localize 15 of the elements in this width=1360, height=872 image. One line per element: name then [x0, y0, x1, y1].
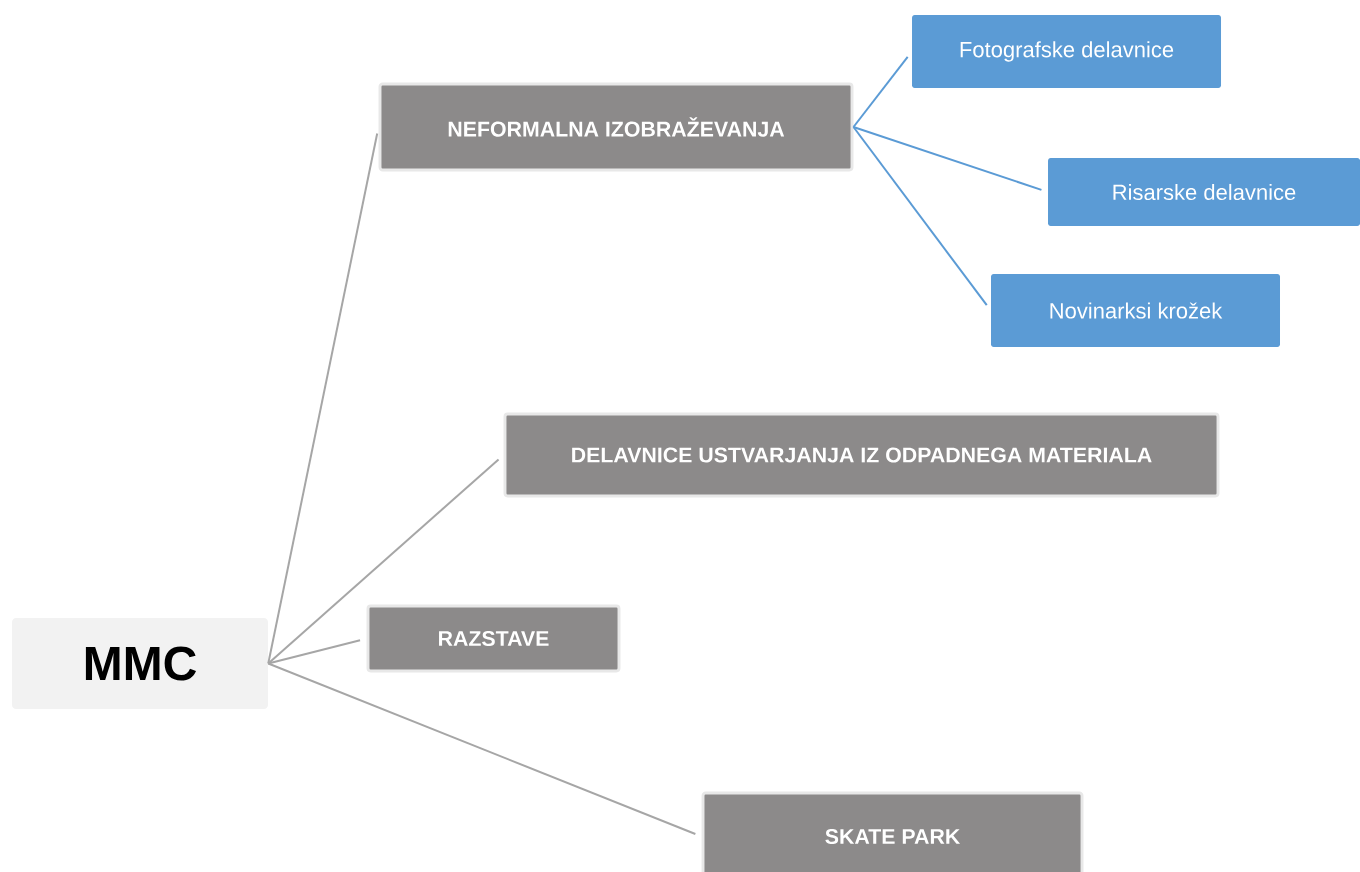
connector-line [267, 639, 362, 665]
connector-line [267, 132, 379, 665]
connector-line [267, 458, 500, 665]
topic-box: SKATE PARK [701, 791, 1084, 872]
connector-line [852, 126, 1043, 191]
connector-line [267, 662, 697, 836]
topic-box: NEFORMALNA IZOBRAŽEVANJA [378, 82, 854, 172]
topic-box: RAZSTAVE [366, 604, 621, 673]
subtopic-box: Fotografske delavnice [912, 15, 1221, 88]
connector-line [852, 55, 909, 128]
subtopic-box: Risarske delavnice [1048, 158, 1360, 226]
connector-line [852, 126, 988, 307]
subtopic-box: Novinarksi krožek [991, 274, 1280, 347]
root-box: MMC [12, 618, 268, 709]
topic-box: DELAVNICE USTVARJANJA IZ ODPADNEGA MATERIALA [503, 412, 1220, 498]
